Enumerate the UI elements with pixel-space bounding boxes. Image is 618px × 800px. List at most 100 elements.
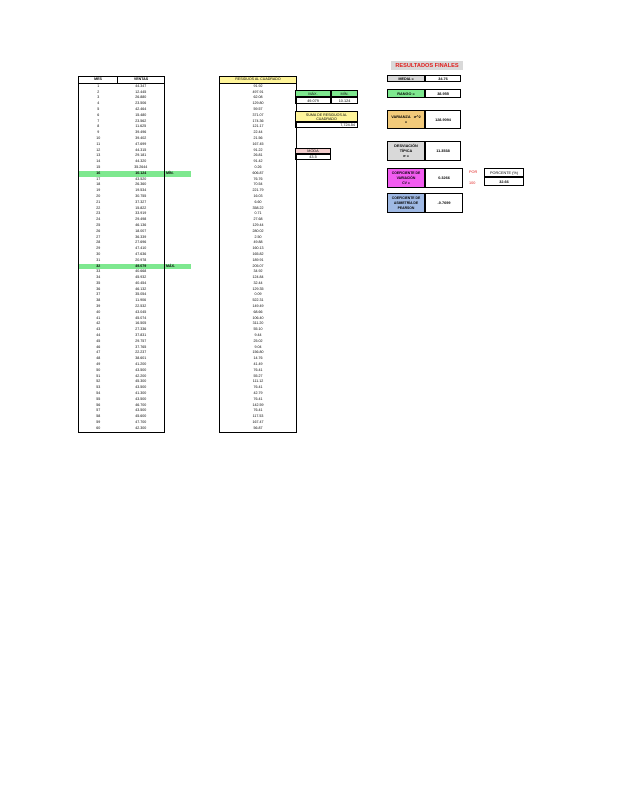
row-residuo: 156.80 bbox=[219, 350, 297, 357]
moda-label: MODA bbox=[295, 148, 331, 154]
row-ventas: 38.601 bbox=[117, 356, 165, 363]
row-mes: 47 bbox=[78, 350, 118, 357]
row-residuo: 280.02 bbox=[219, 228, 297, 235]
row-residuo: 2.50 bbox=[219, 234, 297, 241]
desviacion-label2: TÍPICA bbox=[399, 148, 413, 153]
row-ventas: 29.757 bbox=[117, 338, 165, 345]
desviacion-label1: DESVIACIÓN bbox=[394, 143, 418, 148]
row-mes: 4 bbox=[78, 101, 118, 107]
row-ventas: 44.347 bbox=[117, 83, 165, 90]
row-mes: 54 bbox=[78, 391, 118, 397]
row-ventas: 15.480 bbox=[117, 112, 165, 119]
asimetria-label3: PEARSON bbox=[397, 205, 415, 210]
row-mes: 19 bbox=[78, 188, 118, 194]
row-ventas: 26.360 bbox=[117, 182, 165, 189]
row-mes: 32 bbox=[78, 263, 118, 270]
asimetria-label-box: COEFICIENTE DE ASIMETRÍA DE PEARSON bbox=[387, 193, 425, 213]
varianza-value: 128.9094 bbox=[425, 110, 461, 129]
row-mes: 6 bbox=[78, 112, 118, 119]
row-residuo: 124.84 bbox=[219, 275, 297, 281]
row-ventas: 29.498 bbox=[117, 217, 165, 223]
results-title: RESULTADOS FINALES bbox=[391, 61, 463, 70]
row-mes: 1 bbox=[78, 83, 118, 90]
row-note bbox=[165, 426, 192, 432]
row-mes: 26 bbox=[78, 228, 118, 235]
media-value: 34.76 bbox=[425, 75, 461, 82]
row-ventas: 45.074 bbox=[117, 315, 165, 322]
row-ventas: 46.136 bbox=[117, 222, 165, 229]
row-residuo: 129.35 bbox=[219, 286, 297, 293]
header-ventas: VENTAS bbox=[117, 76, 165, 84]
row-ventas: 43.500 bbox=[117, 385, 165, 392]
row-ventas: 23.506 bbox=[117, 101, 165, 107]
cv-cien: 100 bbox=[469, 181, 476, 185]
media-label: MEDIA = bbox=[387, 75, 425, 82]
row-ventas: 22.237 bbox=[117, 350, 165, 357]
row-residuo: 111.12 bbox=[219, 379, 297, 386]
row-ventas: 19.534 bbox=[117, 188, 165, 194]
row-mes: 45 bbox=[78, 338, 118, 345]
row-residuo: 27.68 bbox=[219, 217, 297, 223]
row-mes: 56 bbox=[78, 402, 118, 409]
row-residuo: 76.41 bbox=[219, 385, 297, 392]
header-mes: MES bbox=[78, 76, 118, 84]
row-ventas: 47.700 bbox=[117, 420, 165, 426]
row-ventas: 16.505 bbox=[117, 321, 165, 328]
row-ventas: 44.315 bbox=[117, 147, 165, 154]
row-ventas: 46.132 bbox=[117, 286, 165, 293]
row-mes: 21 bbox=[78, 199, 118, 206]
row-residuo: 62.08 bbox=[219, 95, 297, 102]
rango-value: 38.955 bbox=[425, 89, 461, 98]
row-mes: 55 bbox=[78, 396, 118, 403]
row-mes: 44 bbox=[78, 333, 118, 339]
row-mes: 43 bbox=[78, 327, 118, 334]
row-residuo: 91.42 bbox=[219, 159, 297, 165]
row-mes: 52 bbox=[78, 379, 118, 386]
row-mes: 24 bbox=[78, 217, 118, 223]
cv-pct-label: PORCENTE (%) bbox=[484, 168, 524, 177]
header-residuos: RESIDUOS AL CUADRADO bbox=[219, 76, 297, 84]
row-ventas: 30.755 bbox=[117, 193, 165, 200]
cv-value: 0.3266 bbox=[425, 168, 463, 188]
row-mes: 46 bbox=[78, 344, 118, 351]
row-mes: 60 bbox=[78, 425, 118, 433]
row-ventas: 18.007 bbox=[117, 228, 165, 235]
row-residuo: 68.66 bbox=[219, 309, 297, 316]
row-mes: 15 bbox=[78, 164, 118, 171]
row-residuo: 41.49 bbox=[219, 362, 297, 368]
varianza-sigma2: σ^2 bbox=[413, 114, 421, 119]
row-residuo: 76.41 bbox=[219, 367, 297, 374]
row-residuo: 0.71 bbox=[219, 211, 297, 218]
row-mes: 7 bbox=[78, 118, 118, 125]
row-residuo: 76.41 bbox=[219, 408, 297, 415]
row-ventas: 44.320 bbox=[117, 159, 165, 165]
cv-label1: COEFICIENTE DE bbox=[391, 170, 421, 175]
row-residuo: 76.41 bbox=[219, 396, 297, 403]
row-ventas: 45.932 bbox=[117, 275, 165, 281]
row-ventas: 40.668 bbox=[117, 269, 165, 276]
row-mes: 13 bbox=[78, 153, 118, 160]
row-ventas: 43.045 bbox=[117, 309, 165, 316]
row-residuo: 221.79 bbox=[219, 188, 297, 194]
